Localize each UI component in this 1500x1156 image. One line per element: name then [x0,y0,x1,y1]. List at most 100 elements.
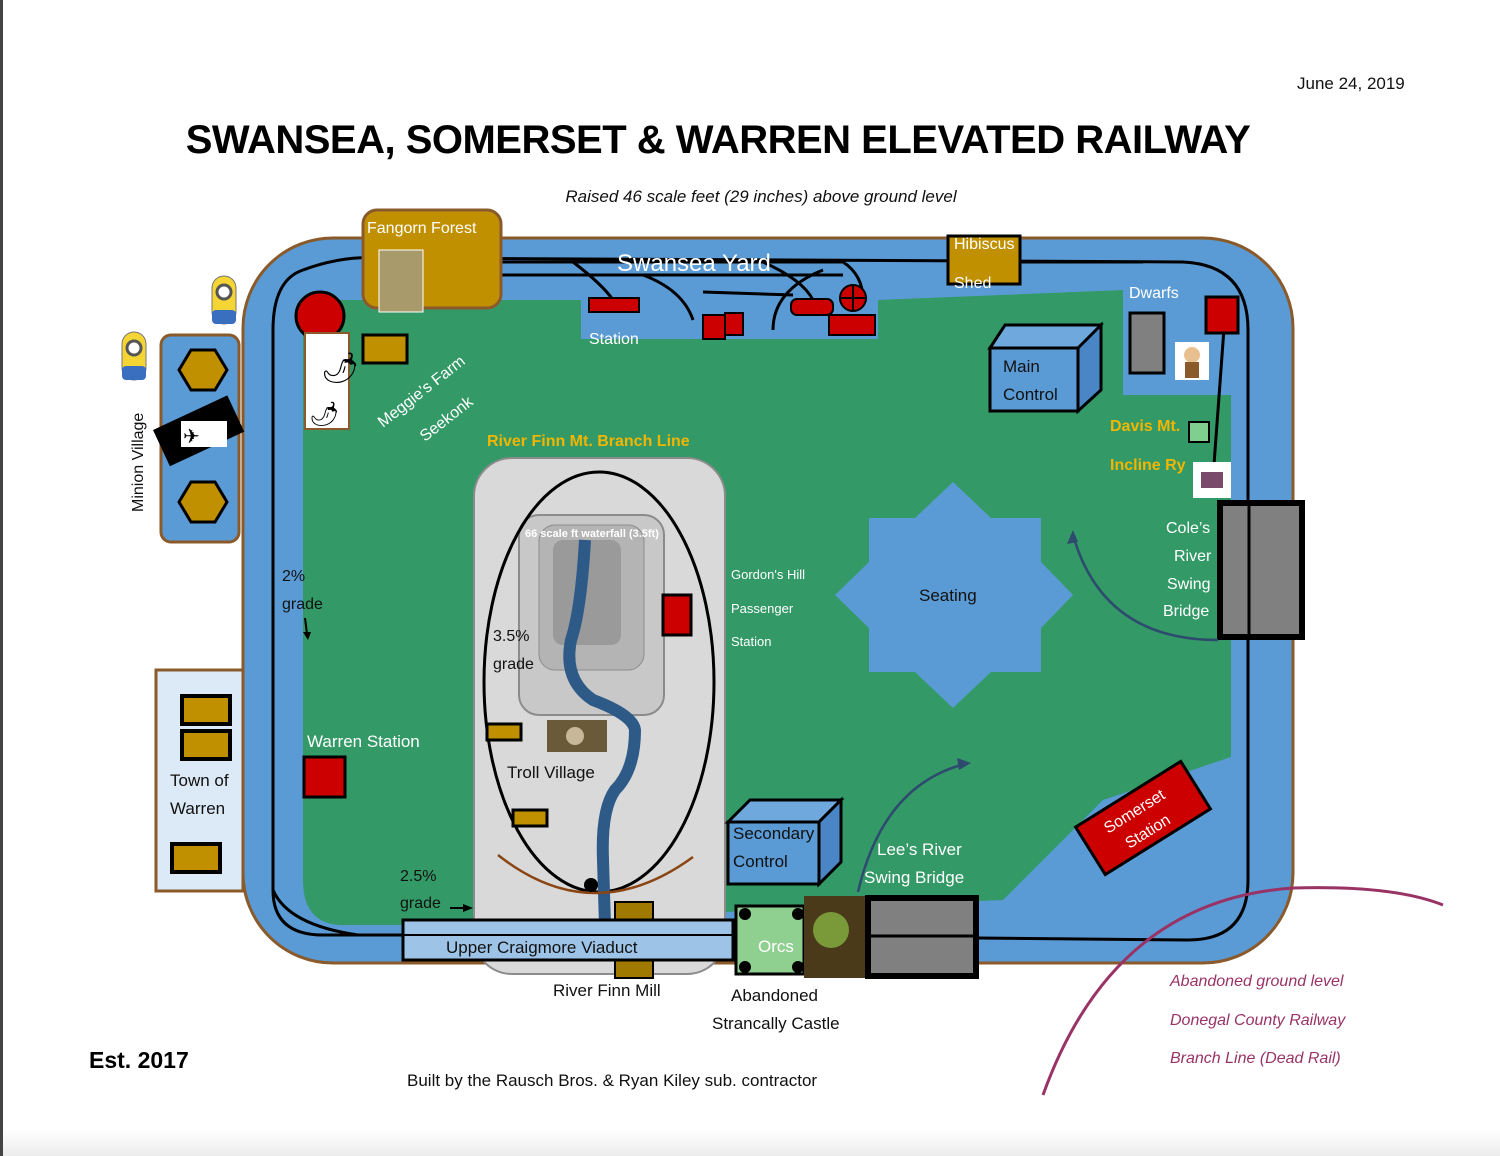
established-label: Est. 2017 [89,1047,189,1073]
incline-ry-label: Incline Ry [1110,457,1186,474]
viaduct-label: Upper Craigmore Viaduct [446,938,638,957]
railway-map: Fangorn Forest Swansea Yard Hibiscus She… [121,208,1444,1096]
mainline-inner [271,330,359,937]
mainline-track-east [302,256,1250,942]
dwarf-icon [1184,347,1200,363]
coles-label-1: Cole’s [1166,520,1210,537]
meggies-farm-plot [304,332,350,430]
coles-label-3: Swing [1167,576,1211,593]
yard-tracks [423,260,865,331]
page-bottom-shade [3,1130,1500,1156]
hibiscus-shed-label-1: Hibiscus [954,236,1014,253]
gordons-hill-label-1: Gordon's Hill [731,567,805,582]
secondary-control-label-2: Control [733,852,788,871]
warren-station [302,755,347,799]
minion-figure-2 [121,331,147,381]
troll-icon [566,727,584,745]
dwarfs-label: Dwarfs [1129,285,1179,302]
coles-swing-arrow [1071,534,1219,642]
mainline-curve-nw [271,268,304,331]
dead-rail-label-2: Donegal County Railway [1170,1012,1346,1029]
river-finn [563,539,642,926]
town-of-warren-label-1: Town of [170,771,229,790]
dead-rail-label-3: Branch Line (Dead Rail) [1170,1050,1341,1067]
warren-building-3 [170,842,222,874]
coles-label-4: Bridge [1163,603,1209,620]
minion-figure-1 [211,275,237,325]
grade-2-arrow [304,617,308,635]
airplane-image-bg [181,421,227,447]
dead-rail-track [1041,886,1444,1096]
yard-turntable-cross [840,285,866,311]
grade-25-word: grade [400,895,441,912]
incline-top-station [1204,295,1240,335]
waterfall-label: 66 scale ft waterfall (3.5ft) [525,528,659,540]
grade-25-num: 2.5% [400,868,436,885]
lees-swing-arrow [856,762,966,893]
troll-village-label: Troll Village [507,763,595,782]
coles-label-2: River [1174,548,1212,565]
treasure-icon [1201,472,1223,488]
river-finn-mill-label: River Finn Mill [553,981,661,1000]
grade-2-word: grade [282,596,323,613]
incline-railway [1211,314,1227,479]
orc-icon [813,912,849,948]
town-of-warren-label-2: Warren [170,799,225,818]
abandoned-castle-label-1: Abandoned [731,986,818,1005]
airplane-icon: ✈ [183,426,200,448]
mountain-peak [553,540,621,645]
mill-dam-track [497,854,694,895]
coles-swing-bridge [1217,500,1305,640]
credit-label: Built by the Rausch Bros. & Ryan Kiley s… [407,1071,818,1090]
yard-station-building [588,297,640,313]
seating-label: Seating [919,586,977,605]
warren-building-1 [180,694,232,726]
yard-building-3 [828,314,876,336]
peppers-icon: 🌶 [309,401,339,428]
seating-area [835,482,1073,708]
hibiscus-shed-label-2: Shed [954,275,991,292]
hibiscus-shed [946,234,1022,286]
date-label: June 24, 2019 [1297,74,1405,93]
warren-building-2 [180,729,232,761]
dead-rail-label-1: Abandoned ground level [1169,973,1344,990]
main-control-label-2: Control [1003,385,1058,404]
yard-building-2 [724,312,744,336]
farm-building [361,333,409,365]
dwarfs-mine [1128,311,1166,375]
upper-craigmore-viaduct [401,918,735,962]
fangorn-forest-label: Fangorn Forest [367,220,477,237]
page-subtitle: Raised 46 scale feet (29 inches) above g… [565,187,957,206]
orcs-label: Orcs [758,937,794,956]
lees-bridge-label-2: Swing Bridge [864,868,964,887]
main-control-label-1: Main [1003,357,1040,376]
troll-house-2 [511,808,549,828]
grade-35-num: 3.5% [493,628,529,645]
branch-line-label: River Finn Mt. Branch Line [487,433,690,450]
warren-station-label: Warren Station [307,732,420,751]
station-label: Station [589,331,639,348]
gordons-hill-label-2: Passenger [731,601,794,616]
davis-mt-label: Davis Mt. [1110,418,1180,435]
yard-building-1 [702,314,726,340]
abandoned-castle-label-2: Strancally Castle [712,1014,840,1033]
minion-house-1 [177,348,229,392]
grade-2-num: 2% [282,568,305,585]
secondary-control-label-1: Secondary [733,824,815,843]
gordons-hill-station [661,593,693,637]
minion-house-2 [177,480,229,524]
yard-tank [790,298,834,316]
gordons-hill-label-3: Station [731,634,771,649]
main-control-building [988,346,1080,413]
minion-village-label: Minion Village [130,413,147,512]
secondary-control-building [726,820,821,886]
grade-35-word: grade [493,656,534,673]
troll-house-1 [485,722,523,742]
chili-pepper-icon: 🌶 [321,352,359,385]
incline-car [1188,421,1210,443]
page-title: SWANSEA, SOMERSET & WARREN ELEVATED RAIL… [185,118,1251,162]
swansea-yard-label: Swansea Yard [617,250,771,277]
ent-tree-image [378,249,424,313]
mill-wheel [584,878,598,892]
